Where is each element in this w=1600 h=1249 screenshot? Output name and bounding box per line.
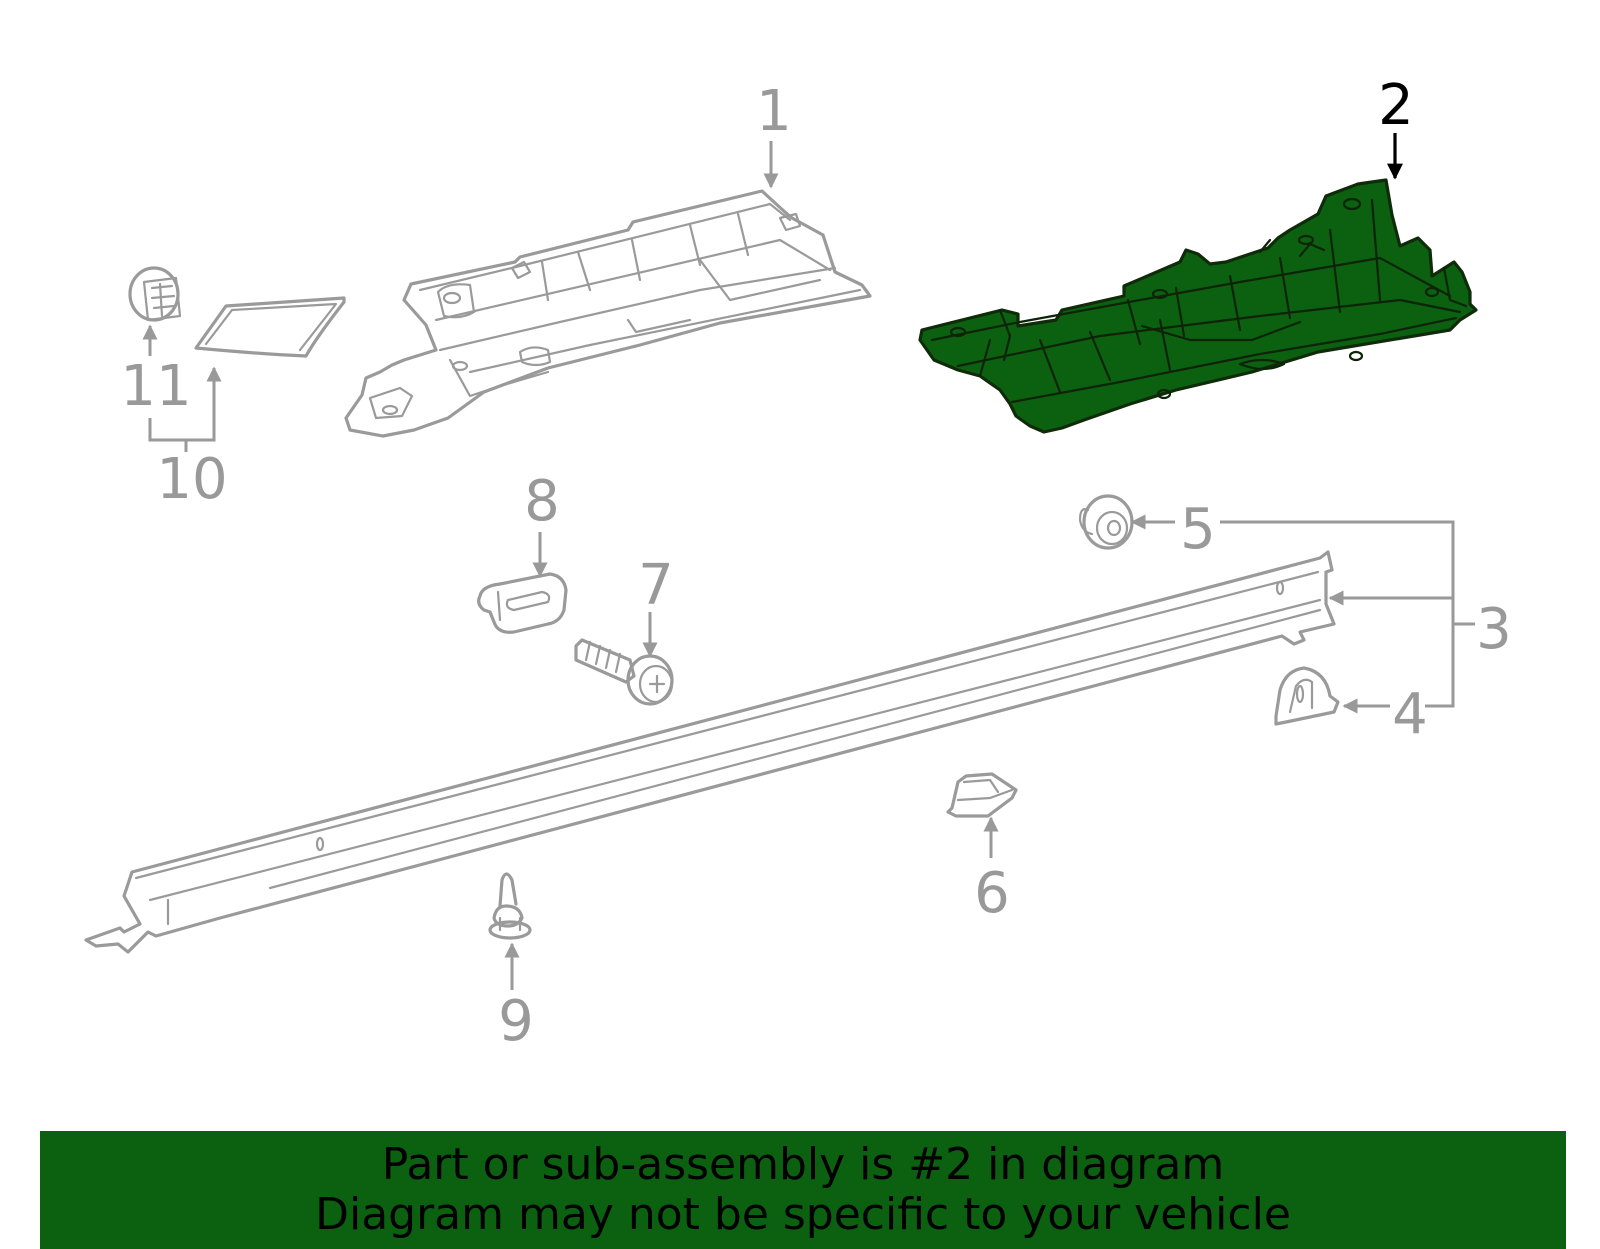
- callout-1[interactable]: 1: [756, 79, 792, 144]
- part-5-nut[interactable]: [1078, 494, 1134, 550]
- callout-3[interactable]: 3: [1476, 597, 1512, 662]
- part-10-pad[interactable]: [194, 296, 346, 358]
- part-9-push-clip[interactable]: [488, 872, 532, 940]
- callout-10[interactable]: 10: [156, 447, 227, 512]
- callout-9[interactable]: 9: [498, 989, 534, 1054]
- part-4-retainer[interactable]: [1274, 666, 1340, 726]
- callout-7[interactable]: 7: [638, 553, 674, 618]
- part-2-under-cover-highlighted[interactable]: [918, 178, 1478, 434]
- callout-labels: 1 2 3 4 5 6 7 8 9 10 11: [120, 73, 1511, 1054]
- callout-5[interactable]: 5: [1180, 497, 1216, 562]
- banner-line-part-info: Part or sub-assembly is #2 in diagram: [381, 1139, 1225, 1190]
- info-banner: Part or sub-assembly is #2 in diagram Di…: [40, 1131, 1566, 1249]
- part-7-screw[interactable]: [574, 638, 674, 706]
- part-6-clip[interactable]: [946, 772, 1018, 818]
- callout-8[interactable]: 8: [524, 469, 560, 534]
- callout-6[interactable]: 6: [974, 861, 1010, 926]
- part-11-clip[interactable]: [128, 266, 182, 322]
- callout-11[interactable]: 11: [120, 354, 191, 419]
- banner-line-disclaimer: Diagram may not be specific to your vehi…: [315, 1189, 1291, 1240]
- leader-lines: [142, 133, 1475, 990]
- callout-4[interactable]: 4: [1392, 682, 1428, 747]
- part-1-under-cover[interactable]: [344, 189, 872, 438]
- callout-2[interactable]: 2: [1378, 73, 1414, 138]
- part-2-body: [918, 178, 1478, 434]
- part-3-rocker-molding[interactable]: [84, 550, 1336, 954]
- part-8-grommet[interactable]: [477, 572, 568, 634]
